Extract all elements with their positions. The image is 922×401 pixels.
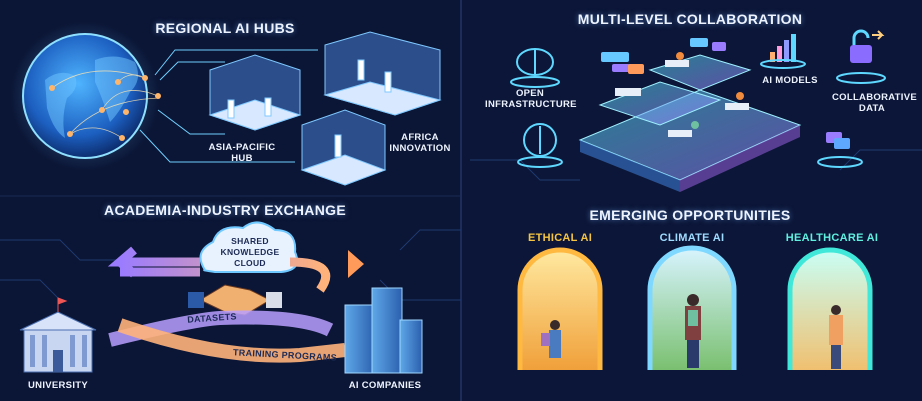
shared-knowledge-cloud-label: SHARED KNOWLEDGE CLOUD — [220, 236, 280, 268]
globe-icon — [10, 21, 161, 171]
collaborative-data-label: COLLABORATIVE DATA — [832, 92, 917, 114]
lab-room-asia — [208, 54, 302, 131]
asia-pacific-hub-label: ASIA-PACIFIC HUB — [208, 142, 276, 164]
handshake-icon — [188, 284, 282, 316]
lab-room-third — [300, 109, 387, 186]
arrow-left — [107, 246, 331, 293]
lab-room-africa — [323, 31, 442, 116]
brain-icon — [510, 48, 563, 168]
door-label-climate-ai: CLIMATE AI — [659, 232, 725, 244]
company-buildings — [344, 287, 423, 374]
exchange-title: ACADEMIA-INDUSTRY EXCHANGE — [104, 202, 346, 218]
cloud-icon — [199, 221, 299, 273]
door-ethical-ai — [517, 247, 603, 370]
door-label-ethical-ai: ETHICAL AI — [527, 232, 593, 244]
africa-innovation-label: AFRICA INNOVATION — [389, 132, 451, 154]
regional-hubs-title: REGIONAL AI HUBS — [155, 20, 295, 36]
university-label: UNIVERSITY — [27, 380, 89, 391]
training-arrow — [117, 318, 346, 363]
door-healthcare-ai — [787, 247, 873, 370]
collaboration-title: MULTI-LEVEL COLLABORATION — [577, 11, 803, 27]
opportunities-title: EMERGING OPPORTUNITIES — [589, 207, 791, 223]
open-infrastructure-label: OPEN INFRASTRUCTURE — [485, 88, 577, 110]
bar-chart-icon — [760, 34, 806, 69]
university-building — [19, 297, 97, 373]
ai-models-label: AI MODELS — [762, 75, 818, 86]
door-label-healthcare-ai: HEALTHCARE AI — [785, 232, 879, 244]
door-climate-ai — [647, 245, 737, 370]
chat-bubbles-icon — [817, 132, 863, 168]
collaboration-platform — [578, 38, 802, 192]
padlock-icon — [836, 29, 886, 84]
ai-companies-label: AI COMPANIES — [348, 380, 422, 391]
